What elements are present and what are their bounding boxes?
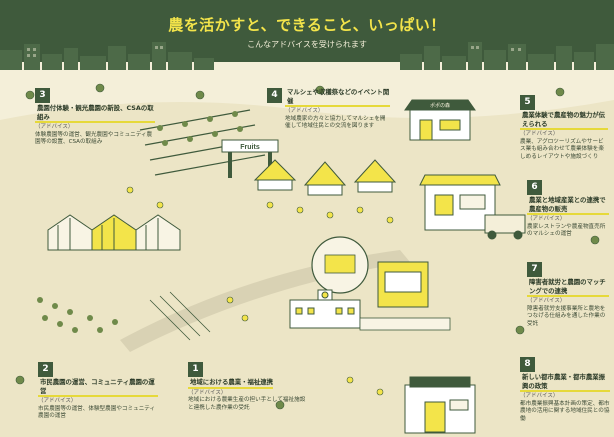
panel-label: （アドバイス） <box>527 298 566 305</box>
panel-text: 地域における農業生産の担い手として福祉施設と連携した農作業の受託 <box>188 397 306 411</box>
panel-5: 5 農業体験で農産物の魅力が伝えられる （アドバイス） 農業、アグロツーリズムや… <box>520 95 608 161</box>
skyline-illustration <box>0 42 614 70</box>
panel-title: 農業と地域産業との連携で農産物の販売 <box>527 196 609 216</box>
panel-text: 障害者就労支援事業所と農地をつなげる仕組みを通した作業の受託 <box>527 305 606 327</box>
panel-number: 1 <box>188 362 203 377</box>
panel-text: 都市農業振興基本計画の策定、都市農地の活用に関する地域住民との協働 <box>520 400 610 422</box>
fruits-sign: Fruits <box>240 144 260 151</box>
header-banner: 農を活かすと、できること、いっぱい！ こんなアドバイスを受けられます <box>0 0 614 70</box>
panel-label: （アドバイス） <box>188 389 227 396</box>
panel-number: 8 <box>520 357 535 372</box>
panel-title: 地域における農業・福祉連携 <box>188 378 274 389</box>
panel-label: （アドバイス） <box>285 108 324 115</box>
farm-shop <box>419 174 526 240</box>
panel-number: 4 <box>267 88 282 103</box>
vegetable-field <box>37 297 118 333</box>
crop-rows <box>149 291 211 341</box>
fruits-gate <box>221 139 279 178</box>
panel-label: （アドバイス） <box>520 131 559 138</box>
yellow-kiosk <box>377 261 429 308</box>
market-stall-sign: ポポの森 <box>430 102 450 109</box>
panel-8: 8 新しい都市農業・都市農業振興の政策 （アドバイス） 都市農業振興基本計画の策… <box>520 357 610 423</box>
page-subtitle: こんなアドバイスを受けられます <box>247 40 367 49</box>
panel-label: （アドバイス） <box>38 398 77 405</box>
long-greenhouse <box>359 317 451 331</box>
panel-1: 1 地域における農業・福祉連携 （アドバイス） 地域における農業生産の担い手とし… <box>188 362 308 412</box>
farm-scene-illustration: Fruits ポポの森 <box>0 83 614 437</box>
market-stall <box>404 99 476 141</box>
panel-number: 7 <box>527 262 542 277</box>
trees <box>15 83 600 410</box>
panel-6: 6 農業と地域産業との連携で農産物の販売 （アドバイス） 農家レストランや農産物… <box>527 180 609 239</box>
panel-title: マルシェや収穫祭などのイベント開催 <box>285 88 390 108</box>
panel-7: 7 障害者就労と農園のマッチングでの連携 （アドバイス） 障害者就労支援事業所と… <box>527 262 609 328</box>
panel-title: 農園付体験・観光農園の新設、CSAの取組み <box>35 104 155 124</box>
school-building <box>289 289 361 329</box>
panel-text: 市民農園等の運営、体験型農園やコミュニティ農園の運営 <box>38 405 156 420</box>
greenhouses <box>47 214 181 251</box>
panel-label: （アドバイス） <box>35 124 74 131</box>
panel-4: 4 マルシェや収穫祭などのイベント開催 （アドバイス） 地域農家の方々と協力して… <box>267 88 390 131</box>
marquee-tents <box>253 159 397 196</box>
panel-title: 新しい都市農業・都市農業振興の政策 <box>520 373 610 393</box>
panel-label: （アドバイス） <box>520 393 559 400</box>
panel-number: 3 <box>35 88 50 103</box>
panel-number: 6 <box>527 180 542 195</box>
panel-title: 農業体験で農産物の魅力が伝えられる <box>520 111 608 131</box>
panel-number: 5 <box>520 95 535 110</box>
panel-title: 市民農園の運営、コミュニティ農園の運営 <box>38 378 158 398</box>
panel-3: 3 農園付体験・観光農園の新設、CSAの取組み （アドバイス） 体験農園等の運営… <box>35 88 155 147</box>
panel-title: 障害者就労と農園のマッチングでの連携 <box>527 278 609 298</box>
panel-text: 体験農園等の運営、観光農園やコミュニティ農園等の設置、CSAの取組み <box>35 131 153 146</box>
zoom-circle <box>311 236 369 294</box>
people <box>126 186 394 396</box>
town-hall <box>404 376 476 434</box>
panel-number: 2 <box>38 362 53 377</box>
panel-label: （アドバイス） <box>527 216 566 223</box>
panel-2: 2 市民農園の運営、コミュニティ農園の運営 （アドバイス） 市民農園等の運営、体… <box>38 362 158 421</box>
page-title: 農を活かすと、できること、いっぱい！ <box>168 16 446 34</box>
panel-text: 農業、アグロツーリズムやサービス業も組み合わせて農業体験を楽しめるレイアウトや施… <box>520 138 604 160</box>
panel-text: 地域農家の方々と協力してマルシェを開催して地域住民との交流を図ります <box>285 115 386 130</box>
panel-text: 農家レストランや農産物直売所のマルシェの運営 <box>527 223 606 238</box>
